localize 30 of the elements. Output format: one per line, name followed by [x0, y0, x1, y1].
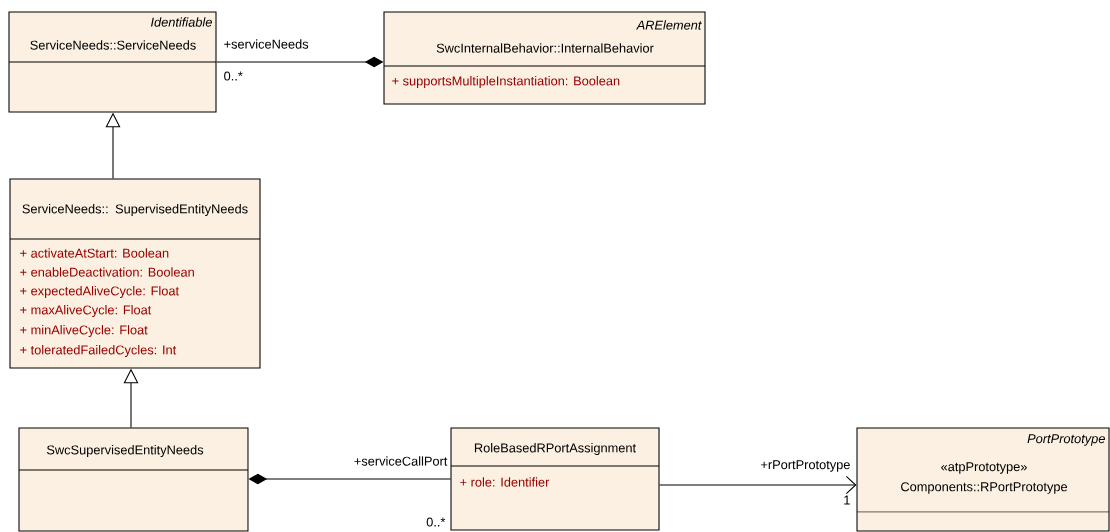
stereotype-label: ARElement [636, 20, 702, 30]
multiplicity-label: 0..* [224, 71, 243, 81]
attribute-text: + toleratedFailedCycles: Int [20, 345, 177, 357]
class-name: ServiceNeeds:: SupervisedEntityNeeds [22, 204, 248, 216]
attribute-text: + expectedAliveCycle: Float [20, 286, 179, 298]
attribute-text: + maxAliveCycle: Float [20, 305, 152, 317]
role-label: +serviceNeeds [224, 39, 309, 49]
class-name: Components::RPortPrototype [901, 482, 1067, 494]
stereotype-label: PortPrototype [1027, 434, 1105, 446]
attribute-text: + role: Identifier [460, 477, 550, 487]
class-box [8, 11, 217, 113]
multiplicity-label: 1 [844, 495, 850, 505]
class-box [383, 11, 706, 105]
class-name: SwcSupervisedEntityNeeds [46, 445, 204, 457]
attribute-text: + enableDeactivation: Boolean [20, 267, 194, 277]
role-label: +serviceCallPort [354, 456, 448, 466]
attribute-text: + minAliveCycle: Float [20, 325, 148, 337]
stereotype-label: Identifiable [151, 17, 212, 27]
class-box [18, 427, 249, 532]
class-box [450, 427, 660, 531]
connector-arrow [659, 475, 857, 495]
attribute-text: + supportsMultipleInstantiation: Boolean [392, 76, 620, 88]
class-name: RoleBasedRPortAssignment [474, 443, 636, 455]
class-box [9, 178, 261, 369]
attribute-text: + activateAtStart: Boolean [20, 248, 169, 258]
role-label: +rPortPrototype [761, 460, 850, 472]
class-box [856, 427, 1110, 532]
class-name: «atpPrototype» [941, 462, 1027, 474]
class-name: ServiceNeeds::ServiceNeeds [30, 40, 196, 50]
class-name: SwcInternalBehavior::InternalBehavior [436, 43, 654, 53]
